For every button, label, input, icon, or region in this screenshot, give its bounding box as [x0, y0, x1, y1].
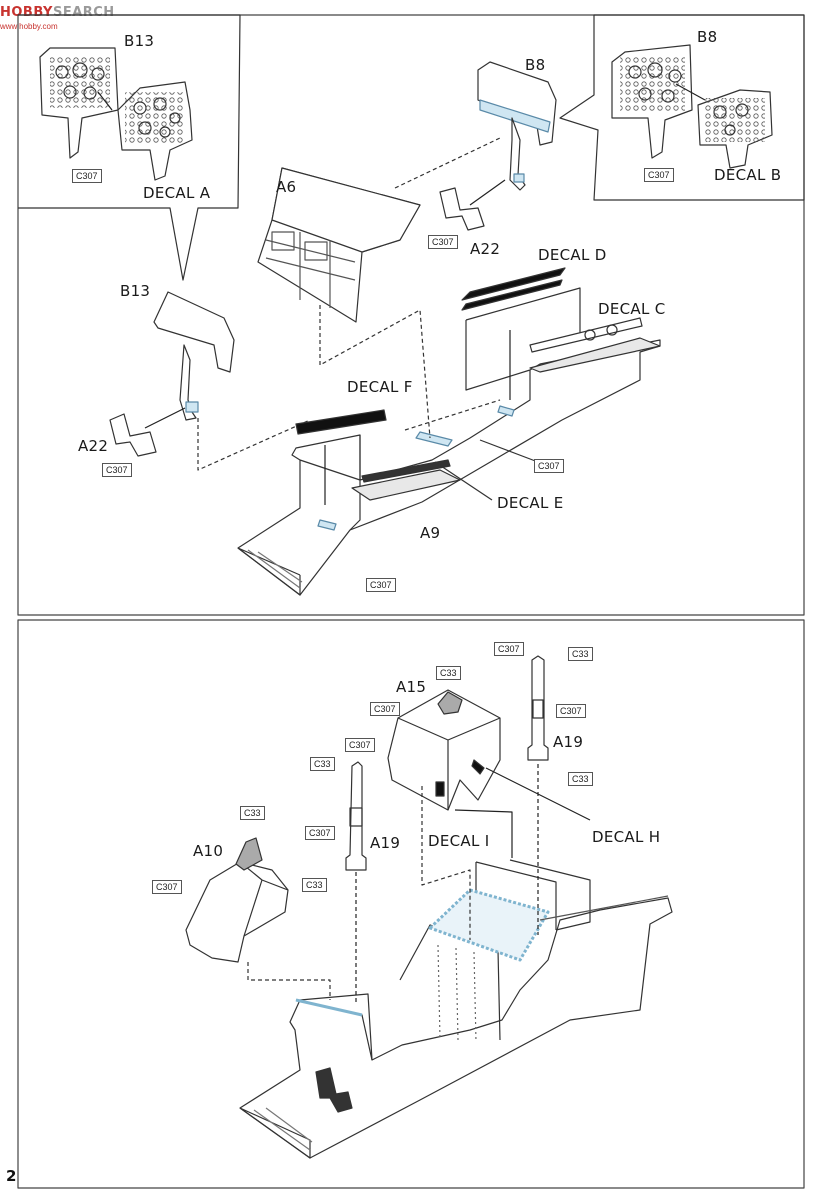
label-a6: A6	[276, 178, 297, 196]
decal-c-strip	[529, 317, 643, 353]
part-a15	[387, 689, 501, 811]
part-a22-left	[109, 413, 157, 457]
ref-c307-a19r-top: C307	[494, 642, 524, 656]
label-b8-inset: B8	[697, 28, 718, 46]
ref-c307-a15: C307	[370, 702, 400, 716]
ref-c307-tub-bottom: C307	[366, 578, 396, 592]
label-b13: B13	[120, 282, 151, 300]
label-a15: A15	[396, 678, 427, 696]
inset-b13-arrow	[97, 91, 113, 111]
label-a22-right: A22	[470, 240, 501, 258]
arrow-a22-right	[469, 179, 506, 206]
label-decal-d: DECAL D	[538, 246, 607, 264]
inset-left-frame	[18, 14, 241, 281]
ref-c33-a15: C33	[436, 666, 461, 680]
leader-decal-h	[485, 767, 591, 821]
part-a19-right	[527, 655, 549, 761]
ref-c33-a10-side: C33	[302, 878, 327, 892]
ref-c33-a19r-top: C33	[568, 647, 593, 661]
label-a19-left: A19	[370, 834, 401, 852]
page-number: 2	[6, 1167, 17, 1185]
inset-b13-decal	[117, 81, 193, 181]
ref-c307-a19l-top: C307	[345, 738, 375, 752]
label-decal-a: DECAL A	[143, 184, 211, 202]
label-a10: A10	[193, 842, 224, 860]
label-b13-inset: B13	[124, 32, 155, 50]
leader-a10	[247, 962, 331, 1000]
step-1-frame	[17, 14, 805, 616]
label-decal-b: DECAL B	[714, 166, 782, 184]
watermark-logo: HOBBYSEARCH	[0, 5, 115, 20]
inset-b8-decal	[697, 89, 773, 169]
ref-c307-tub-right: C307	[534, 459, 564, 473]
inset-b8-arrow	[675, 83, 706, 101]
label-a19-right: A19	[553, 733, 584, 751]
part-b13	[153, 291, 235, 421]
ref-c33-a10-top: C33	[240, 806, 265, 820]
inset-b8-panel	[611, 44, 693, 159]
inset-b13-panel	[39, 47, 119, 159]
decal-e-strip	[361, 459, 451, 483]
decal-d-strip-2	[461, 279, 563, 311]
leader-a6-down	[319, 305, 431, 439]
leader-a15	[421, 786, 471, 940]
ref-c307-a10: C307	[152, 880, 182, 894]
leader-decal-e	[434, 461, 493, 501]
label-b8: B8	[525, 56, 546, 74]
ref-c33-a19l-top: C33	[310, 757, 335, 771]
label-decal-i: DECAL I	[428, 832, 490, 850]
part-b8	[477, 61, 557, 191]
inset-right-frame	[559, 14, 805, 201]
leader-decal-i	[454, 809, 513, 858]
decal-c-dial-2	[606, 324, 618, 336]
label-decal-h: DECAL H	[592, 828, 661, 846]
ref-c307-inset-right: C307	[644, 168, 674, 182]
decal-d-strip	[461, 267, 566, 301]
ref-c307-inset-left: C307	[72, 169, 102, 183]
arrow-a22-left	[144, 407, 186, 429]
label-a22-left: A22	[78, 437, 109, 455]
ref-c307-a19l-mid: C307	[305, 826, 335, 840]
part-a9-tub	[237, 287, 661, 596]
decal-f-strip	[295, 409, 387, 435]
part-a10	[185, 837, 289, 963]
label-decal-c: DECAL C	[598, 300, 666, 318]
part-tub-assembled	[239, 859, 673, 1159]
part-a22-right	[439, 187, 485, 231]
ref-c307-a22: C307	[102, 463, 132, 477]
label-decal-e: DECAL E	[497, 494, 564, 512]
leader-a6-b8	[394, 137, 501, 189]
label-a9: A9	[420, 524, 441, 542]
leader-b13	[197, 418, 311, 471]
part-a19-left	[345, 761, 367, 871]
ref-c307-a6: C307	[428, 235, 458, 249]
part-a6	[257, 167, 421, 323]
watermark-url: www.hobby.com	[0, 22, 58, 31]
label-decal-f: DECAL F	[347, 378, 413, 396]
leader-tub-c307	[479, 439, 539, 463]
ref-c33-a19r-bottom: C33	[568, 772, 593, 786]
decal-c-dial-1	[584, 329, 596, 341]
ref-c307-a19r-mid: C307	[556, 704, 586, 718]
step-2-frame	[17, 619, 805, 1189]
